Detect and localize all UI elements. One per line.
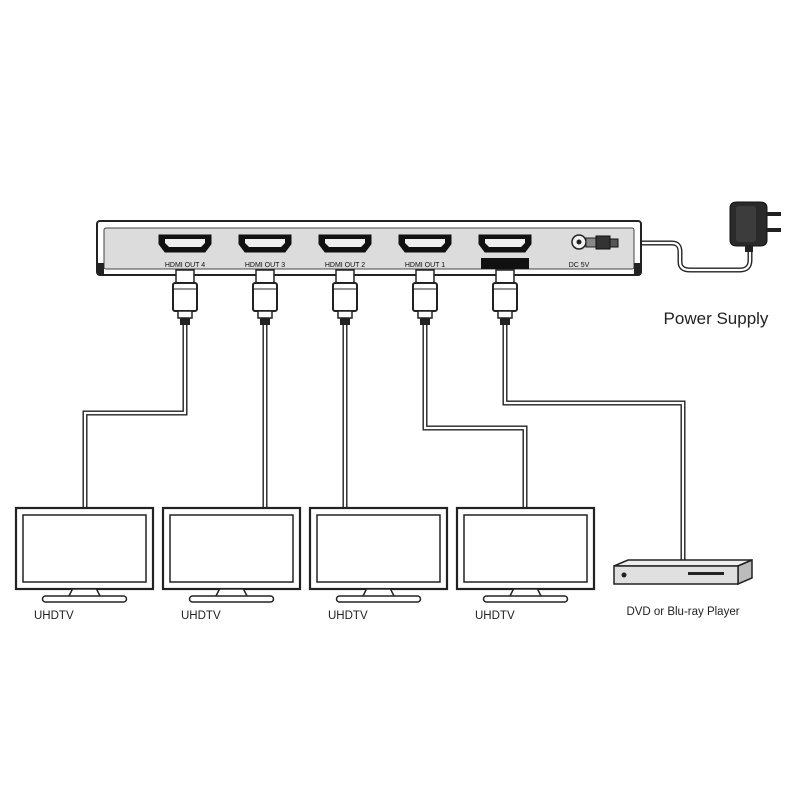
- dc-plug: [585, 235, 619, 250]
- dc-5v-label: DC 5V: [569, 262, 590, 269]
- tv-icon: UHDTV: [455, 506, 596, 622]
- cable-out-2: [332, 269, 358, 512]
- port-label: HDMI OUT 3: [245, 262, 285, 269]
- dvd-player-label: DVD or Blu-ray Player: [626, 606, 739, 618]
- power-adapter-icon: [729, 201, 781, 252]
- hdmi-plug-icon: [412, 269, 438, 325]
- tv-label: UHDTV: [34, 610, 74, 622]
- hdmi-plug-icon: [172, 269, 198, 325]
- cable-out-3: [252, 269, 278, 512]
- port-hdmi-out-4: HDMI OUT 4: [158, 234, 212, 269]
- port-label: HDMI OUT 1: [405, 262, 445, 269]
- tv-label: UHDTV: [181, 610, 221, 622]
- hdmi-plug-icon: [252, 269, 278, 325]
- tv-icon: UHDTV: [308, 506, 449, 622]
- port-hdmi-in: HDMI IN: [478, 234, 532, 269]
- hdmi-plug-icon: [332, 269, 358, 325]
- cable-out-4: [82, 269, 198, 512]
- dvd-player-icon: [613, 558, 753, 586]
- tv-icon: UHDTV: [14, 506, 155, 622]
- port-hdmi-out-3: HDMI OUT 3: [238, 234, 292, 269]
- tv-label: UHDTV: [475, 610, 515, 622]
- hdmi-plug-icon: [492, 269, 518, 325]
- tv-icon: UHDTV: [161, 506, 302, 622]
- port-hdmi-out-2: HDMI OUT 2: [318, 234, 372, 269]
- power-supply-label: Power Supply: [664, 309, 769, 328]
- port-label: HDMI IN: [492, 262, 519, 269]
- cable-in: [492, 269, 686, 562]
- port-hdmi-out-1: HDMI OUT 1: [398, 234, 452, 269]
- port-label: HDMI OUT 4: [165, 262, 205, 269]
- cable-out-1: [412, 269, 528, 512]
- tv-label: UHDTV: [328, 610, 368, 622]
- port-label: HDMI OUT 2: [325, 262, 365, 269]
